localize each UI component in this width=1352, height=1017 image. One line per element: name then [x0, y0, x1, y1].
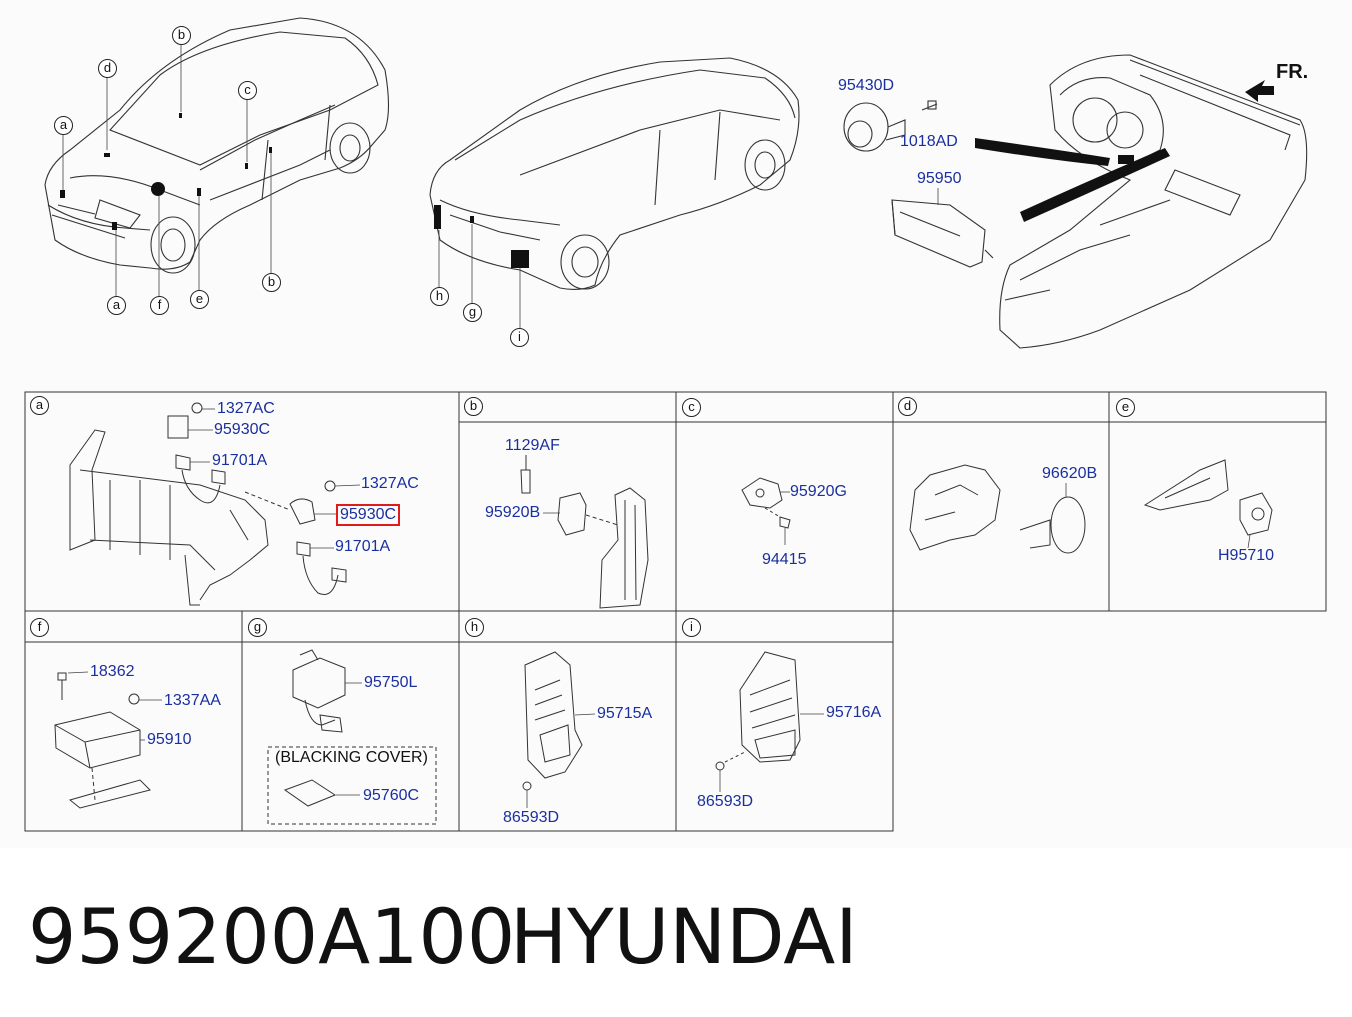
- panel-b-letter: b: [464, 397, 483, 416]
- panel-a-letter: a: [30, 396, 49, 415]
- part-label-95950: 95950: [917, 170, 962, 187]
- callout-h: h: [430, 287, 449, 306]
- part-label-95750L: 95750L: [364, 674, 418, 691]
- car-rear-markers: [434, 205, 529, 268]
- panel-a-drawing: [69, 402, 347, 606]
- callout-d: d: [98, 59, 117, 78]
- part-label-95920B: 95920B: [485, 504, 541, 521]
- part-label-95430D: 95430D: [838, 77, 895, 94]
- callout-e: e: [190, 290, 209, 309]
- footer: 959200A100 HYUNDAI: [0, 848, 1352, 1017]
- part-label-95920G: 95920G: [790, 483, 847, 500]
- callout-a-bottom: a: [107, 296, 126, 315]
- part-label-H95710: H95710: [1218, 547, 1275, 564]
- front-arrow: [1245, 80, 1274, 102]
- horn-95430D: [843, 102, 906, 152]
- part-label-91701A-lower: 91701A: [335, 538, 391, 555]
- panel-h-letter: h: [465, 618, 484, 637]
- part-label-94415: 94415: [762, 551, 807, 568]
- callout-b-top: b: [172, 26, 191, 45]
- part-label-1337AA: 1337AA: [164, 692, 221, 709]
- part-label-91701A-upper: 91701A: [212, 452, 268, 469]
- car-front-leaders: [62, 43, 272, 296]
- part-label-86593D-h: 86593D: [503, 809, 560, 826]
- part-number: 959200A100: [28, 892, 516, 981]
- dashboard-view: [999, 54, 1308, 349]
- part-label-95760C: 95760C: [363, 787, 420, 804]
- part-label-1327AC-upper: 1327AC: [217, 400, 275, 417]
- callout-i: i: [510, 328, 529, 347]
- part-label-96620B: 96620B: [1042, 465, 1098, 482]
- unit-95950: [891, 188, 994, 268]
- part-label-95716A: 95716A: [826, 704, 882, 721]
- part-label-1018AD: 1018AD: [900, 133, 958, 150]
- panel-f-drawing: [54, 671, 162, 809]
- callout-g: g: [463, 303, 482, 322]
- panel-c-letter: c: [682, 398, 701, 417]
- panel-g-drawing: [267, 649, 437, 825]
- part-label-86593D-i: 86593D: [697, 793, 754, 810]
- car-rear-view: [429, 57, 800, 291]
- panel-b-drawing: [520, 455, 649, 609]
- panel-h-drawing: [522, 651, 596, 808]
- part-label-1327AC-lower: 1327AC: [361, 475, 419, 492]
- part-label-95910: 95910: [147, 731, 192, 748]
- front-direction-label: FR.: [1276, 61, 1309, 83]
- panel-grid: [24, 391, 1327, 832]
- part-label-95930C-upper: 95930C: [214, 421, 271, 438]
- panel-a-leaders: [188, 408, 361, 549]
- diagram-drawing: [24, 17, 1327, 832]
- panel-e-letter: e: [1116, 398, 1135, 417]
- callout-c: c: [238, 81, 257, 100]
- part-label-18362: 18362: [90, 663, 135, 680]
- part-label-95715A: 95715A: [597, 705, 653, 722]
- panel-d-drawing: [909, 464, 1086, 554]
- callout-a-top: a: [54, 116, 73, 135]
- panel-i-letter: i: [682, 618, 701, 637]
- panel-i-drawing: [715, 651, 824, 792]
- car-rear-leaders: [438, 224, 521, 328]
- callout-b-bottom: b: [262, 273, 281, 292]
- bolt-1018AD: [921, 100, 938, 111]
- car-front-markers: [60, 113, 272, 230]
- panel-c-drawing: [741, 477, 791, 545]
- panel-g-letter: g: [248, 618, 267, 637]
- panel-e-drawing: [1143, 459, 1273, 549]
- parts-diagram: b d c a b e a f h g i 95430D 1018AD 9595…: [24, 17, 1327, 832]
- panel-f-letter: f: [30, 618, 49, 637]
- brand-name: HYUNDAI: [510, 892, 858, 981]
- dashboard-pointers: [975, 138, 1170, 222]
- panel-d-letter: d: [898, 397, 917, 416]
- callout-f: f: [150, 296, 169, 315]
- car-front-view: [44, 17, 390, 274]
- part-label-1129AF: 1129AF: [505, 437, 560, 454]
- blacking-cover-label: (BLACKING COVER): [275, 749, 428, 766]
- part-label-95930C-highlighted[interactable]: 95930C: [336, 504, 401, 526]
